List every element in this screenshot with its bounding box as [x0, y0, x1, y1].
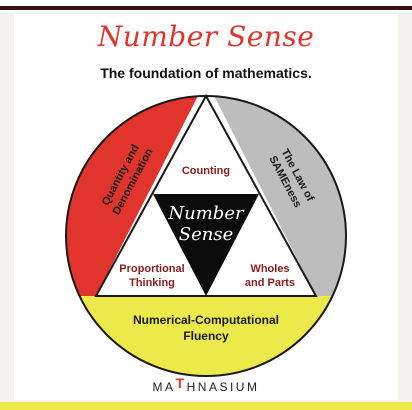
- inner-label-wholes-line1: Wholes: [250, 263, 289, 275]
- outer-label-bottom-line1: Numerical-Computational: [133, 313, 279, 327]
- inner-label-proportional-line2: Thinking: [129, 277, 175, 289]
- bottom-border: [0, 402, 412, 410]
- inner-label-wholes-line2: and Parts: [245, 277, 295, 289]
- top-border-line: [0, 6, 412, 10]
- logo-text-left: MA: [152, 380, 176, 394]
- top-border: [0, 0, 412, 12]
- inner-label-counting: Counting: [182, 165, 230, 177]
- outer-label-bottom-line2: Fluency: [183, 329, 229, 343]
- page-title: Number Sense: [97, 20, 315, 53]
- center-label-line1: Number: [167, 203, 245, 224]
- inner-label-proportional-line1: Proportional: [119, 263, 184, 275]
- center-inverted-triangle: [153, 194, 259, 296]
- mathnasium-logo: MATHNASIUM: [0, 375, 412, 394]
- page-subtitle: The foundation of mathematics.: [100, 65, 312, 81]
- logo-mark: T: [175, 375, 187, 391]
- center-label-line2: Sense: [179, 224, 233, 245]
- logo-text-right: HNASIUM: [186, 380, 260, 394]
